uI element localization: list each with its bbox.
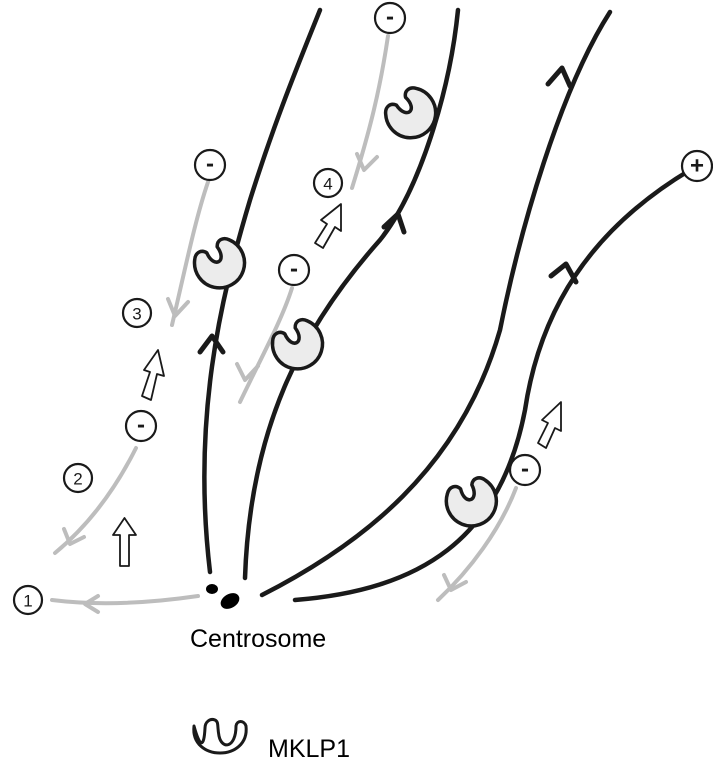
minus-end-marker: - (277, 253, 311, 287)
centrosome-label: Centrosome (190, 625, 326, 653)
microtubule-4 (292, 167, 693, 603)
plus-end-marker: + (680, 149, 713, 183)
track-6 (436, 486, 518, 602)
svg-text:-: - (386, 4, 394, 31)
step-marker-1: 1 (12, 584, 44, 616)
chevron-mt3 (545, 65, 573, 89)
svg-text:2: 2 (73, 470, 82, 489)
microtubule-2 (242, 7, 461, 581)
chevron-mt2 (381, 211, 407, 235)
mklp1-legend-label: MKLP1 (268, 735, 350, 763)
step-marker-2: 2 (62, 462, 94, 494)
svg-text:1: 1 (23, 592, 32, 611)
track-6-arrowhead (442, 573, 468, 592)
chevron-mt4 (548, 261, 579, 285)
minus-end-marker: - (193, 148, 227, 182)
minus-end-marker: - (124, 409, 158, 443)
hollow-arrow-up-4 (537, 401, 562, 449)
chevron-mt1 (197, 333, 226, 355)
microtubule-1 (202, 7, 323, 575)
track-1-arrowhead (83, 594, 100, 614)
hollow-arrow-up-2 (141, 349, 165, 401)
svg-text:-: - (137, 412, 145, 439)
track-2-arrowhead (62, 527, 86, 546)
mklp1-motor-1 (192, 236, 247, 290)
track-3 (170, 180, 210, 327)
minus-end-marker: - (508, 453, 542, 487)
svg-text:-: - (521, 456, 529, 483)
mklp1-motor-2 (270, 317, 325, 371)
track-4-arrowhead (235, 362, 260, 382)
step-marker-4: 4 (312, 167, 344, 199)
track-5 (350, 34, 390, 190)
centrosome-dot-large (220, 593, 240, 609)
svg-text:-: - (206, 151, 214, 178)
mklp1-legend-icon (192, 718, 248, 755)
step-marker-3: 3 (121, 297, 153, 329)
svg-text:3: 3 (132, 305, 141, 324)
centrosome-dot-small (206, 584, 218, 594)
mklp1-motor-3 (383, 86, 438, 140)
microtubule-3 (259, 9, 613, 598)
svg-text:4: 4 (323, 175, 332, 194)
minus-end-marker: - (373, 1, 407, 35)
svg-text:+: + (690, 153, 704, 180)
mklp1-motor-4 (444, 476, 499, 528)
track-4 (238, 286, 294, 404)
hollow-arrow-up-1 (112, 517, 137, 567)
svg-text:-: - (290, 256, 298, 283)
track-5-arrowhead (355, 152, 379, 172)
track-1 (50, 594, 200, 606)
track-3-arrowhead (166, 297, 190, 318)
hollow-arrow-up-3 (314, 203, 342, 249)
